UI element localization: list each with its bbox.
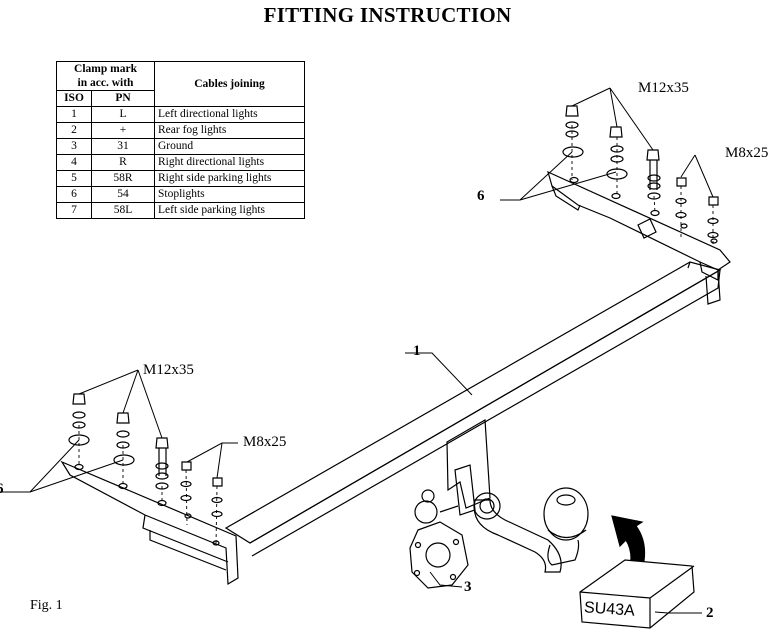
bolt-label-m12x35-left: M12x35 [143, 362, 194, 378]
cable-cell: Left side parking lights [154, 202, 305, 219]
clamp-mark-header: Clamp mark in acc. with [56, 61, 155, 91]
bolt-label-m8x25-left: M8x25 [243, 434, 287, 450]
part-6-label-right: 6 [477, 188, 485, 204]
right-mounting-bracket [547, 170, 731, 305]
center-hitch-bracket [414, 418, 491, 524]
tow-ball-neck [473, 487, 589, 573]
cable-joining-table: Clamp mark in acc. with Cables joining I… [56, 61, 305, 219]
left-bolts [68, 393, 223, 546]
bolt-label-m12x35-right: M12x35 [638, 80, 689, 96]
main-crossbar [224, 261, 722, 557]
packaging-box [579, 559, 695, 629]
part-2-label: 2 [706, 605, 714, 621]
left-mounting-bracket [60, 460, 239, 586]
cable-cell: Right directional lights [154, 154, 305, 171]
cable-cell: Right side parking lights [154, 170, 305, 187]
pn-header: PN [91, 90, 155, 107]
pn-cell: 58L [91, 202, 155, 219]
page-title: FITTING INSTRUCTION [263, 3, 512, 27]
box-code-label: SU43A [583, 599, 636, 620]
bolt-label-m8x25-right: M8x25 [725, 145, 769, 161]
right-bolts [562, 105, 719, 245]
clamp-mark-header-line2: in acc. with [77, 77, 134, 89]
pn-cell: 58R [91, 170, 155, 187]
part-6-label-left: 6 [0, 481, 4, 498]
leader-lines [0, 87, 714, 614]
cable-cell: Stoplights [154, 186, 305, 203]
part-1-label: 1 [413, 343, 421, 359]
cables-joining-header: Cables joining [154, 61, 305, 107]
socket-plate [409, 521, 469, 589]
clamp-mark-header-line1: Clamp mark [74, 63, 137, 75]
figure-label: Fig. 1 [30, 598, 63, 613]
part-3-label: 3 [464, 579, 472, 595]
